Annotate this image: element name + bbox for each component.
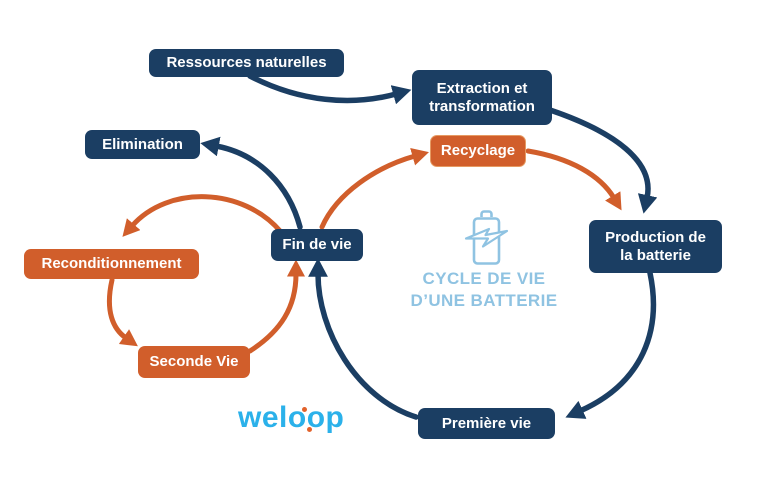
- node-premiere-vie: Première vie: [418, 408, 555, 439]
- arrow-production-to-premiere-vie: [565, 270, 657, 419]
- arrow-ressources-to-extraction: [247, 73, 412, 105]
- node-production-batterie: Production de la batterie: [589, 220, 722, 273]
- node-elimination: Elimination: [85, 130, 200, 159]
- battery-icon: [464, 210, 509, 265]
- logo-text-p: p: [325, 401, 345, 434]
- arrow-seconde-vie-to-fin-de-vie: [247, 259, 305, 354]
- logo-text-wel: wel: [238, 401, 288, 434]
- arrow-fin-de-vie-to-reconditionnement: [122, 194, 284, 237]
- logo-letter-o2: o: [306, 401, 326, 434]
- node-ressources-naturelles: Ressources naturelles: [149, 49, 344, 77]
- diagram-title: CYCLE DE VIE D’UNE BATTERIE: [369, 268, 599, 312]
- arrow-premiere-vie-to-fin-de-vie: [308, 258, 419, 420]
- arrow-extraction-to-production: [547, 107, 658, 214]
- arrow-fin-de-vie-to-recyclage: [319, 148, 429, 230]
- diagram-title-line2: D’UNE BATTERIE: [410, 291, 558, 310]
- diagram-title-line1: CYCLE DE VIE: [422, 269, 546, 288]
- node-seconde-vie: Seconde Vie: [138, 346, 250, 378]
- node-reconditionnement: Reconditionnement: [24, 249, 199, 279]
- arrow-fin-de-vie-to-elimination: [200, 136, 303, 230]
- logo-letter-o1: o: [287, 401, 307, 434]
- node-fin-de-vie: Fin de vie: [271, 229, 363, 261]
- arrow-recyclage-to-production: [525, 148, 622, 211]
- node-extraction-transformation: Extraction et transformation: [412, 70, 552, 125]
- node-recyclage: Recyclage: [430, 135, 526, 167]
- arrow-reconditionnement-to-seconde-vie: [106, 277, 138, 347]
- weloop-logo: weloop: [238, 401, 344, 435]
